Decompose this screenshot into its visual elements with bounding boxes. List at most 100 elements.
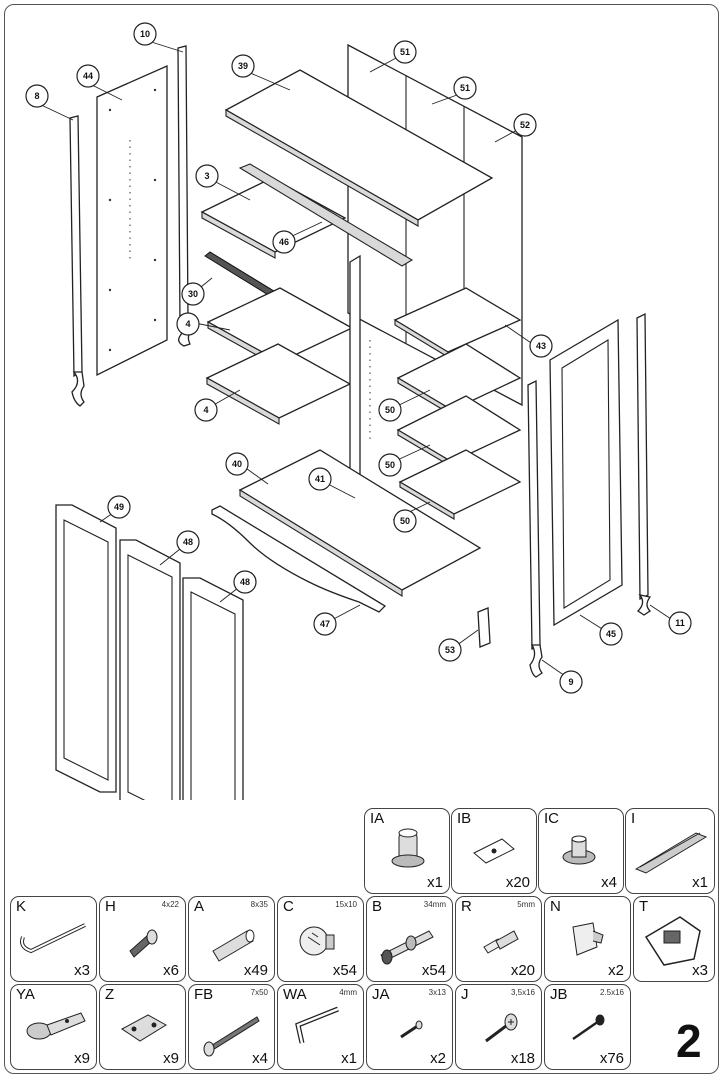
hardware-cell-B: B 34mm x54 [366,896,453,982]
callout-51-b: 51 [453,76,477,100]
hardware-cell-JB: JB 2.5x16 x76 [544,984,631,1070]
svg-text:10: 10 [140,29,150,39]
callout-51-a: 51 [393,40,417,64]
callout-44: 44 [76,64,100,88]
right-door [549,318,623,627]
svg-text:40: 40 [232,459,242,469]
svg-text:53: 53 [445,645,455,655]
svg-text:48: 48 [183,537,193,547]
svg-text:52: 52 [520,120,530,130]
shelf-50-c [398,449,522,515]
right-rail-front-foot [529,644,543,678]
hardware-cell-YA: YA x9 [10,984,97,1070]
back-panel [347,43,523,407]
callout-46: 46 [272,230,296,254]
top-panel-edge [225,109,419,227]
hardware-cell-T: T x3 [633,896,715,982]
hardware-cell-IA: IA x1 [364,808,450,894]
hardware-cell-WA: WA 4mm x1 [277,984,364,1070]
callout-47: 47 [313,612,337,636]
svg-text:50: 50 [385,405,395,415]
svg-text:41: 41 [315,474,325,484]
svg-text:45: 45 [606,629,616,639]
step-number: 2 [676,1015,702,1067]
hardware-cell-IC: IC x4 [538,808,624,894]
door-48-b [182,577,244,800]
wood-screw-icon [485,1013,518,1043]
knob-icon [562,835,596,865]
svg-text:8: 8 [34,91,39,101]
callout-3: 3 [195,164,219,188]
svg-text:11: 11 [675,618,685,628]
callout-39: 39 [231,54,255,78]
hardware-cell-Z: Z x9 [99,984,186,1070]
hardware-cell-JA: JA 3x13 x2 [366,984,453,1070]
hardware-cell-K: K x3 [10,896,97,982]
left-rail-front-foot [71,371,85,407]
hardware-cell-J: J 3,5x16 x18 [455,984,542,1070]
hardware-cell-R: R 5mm x20 [455,896,542,982]
svg-text:47: 47 [320,619,330,629]
plate-icon [473,838,515,864]
callout-40: 40 [225,452,249,476]
svg-text:50: 50 [385,460,395,470]
plinth [211,505,387,613]
callout-43: 43 [529,334,553,358]
callout-50-c: 50 [393,509,417,533]
clip-icon [572,922,604,956]
svg-text:44: 44 [83,71,93,81]
exploded-assembly-diagram: 10 44 8 39 51 51 52 3 46 30 4 4 43 50 50… [25,22,692,800]
svg-text:43: 43 [536,341,546,351]
callout-11: 11 [668,611,692,635]
hardware-cell-H: H 4x22 x6 [99,896,186,982]
callout-48-b: 48 [233,570,257,594]
long-screw-icon [203,1016,260,1057]
callout-48-a: 48 [176,530,200,554]
svg-text:3: 3 [204,171,209,181]
callout-4-a: 4 [176,312,200,336]
hinge-icon [26,1012,86,1040]
left-rail-front [69,115,83,378]
svg-text:46: 46 [279,237,289,247]
hinge-plate-icon [121,1014,167,1042]
support-block [477,607,491,648]
hardware-cell-I: I x1 [625,808,715,894]
left-side-panel [96,65,168,377]
callout-30: 30 [181,282,205,306]
shelf-50-b [396,395,522,463]
svg-text:50: 50 [400,516,410,526]
callout-41: 41 [308,467,332,491]
rail-icon [634,832,708,874]
cam-pin-icon [380,930,434,965]
cam-bolt-icon [391,828,425,868]
rod-icon [20,923,86,954]
callout-53: 53 [438,638,462,662]
svg-text:9: 9 [568,677,573,687]
door-48-a [119,539,181,800]
callout-8: 8 [25,84,49,108]
back-panel-group [347,43,523,407]
screw-bolt-icon [129,929,158,958]
hardware-cell-A: A 8x35 x49 [188,896,275,982]
svg-text:4: 4 [185,319,190,329]
callout-9: 9 [559,670,583,694]
hardware-cell-C: C 15x10 x54 [277,896,364,982]
left-panel-holes [108,88,157,352]
dowel-icon [212,929,255,962]
callout-52: 52 [513,113,537,137]
right-rail-front [527,379,541,651]
callout-4-b: 4 [194,398,218,422]
right-rail-back [636,312,649,601]
svg-text:49: 49 [114,502,124,512]
hardware-cell-N: N x2 [544,896,631,982]
svg-text:39: 39 [238,61,248,71]
callout-49: 49 [107,495,131,519]
shelf-pin-icon [483,930,519,954]
left-doors [55,504,244,800]
cam-lock-icon [299,926,335,956]
callout-50-b: 50 [378,453,402,477]
svg-text:30: 30 [188,289,198,299]
left-rail-back [177,45,189,326]
svg-text:4: 4 [203,405,208,415]
